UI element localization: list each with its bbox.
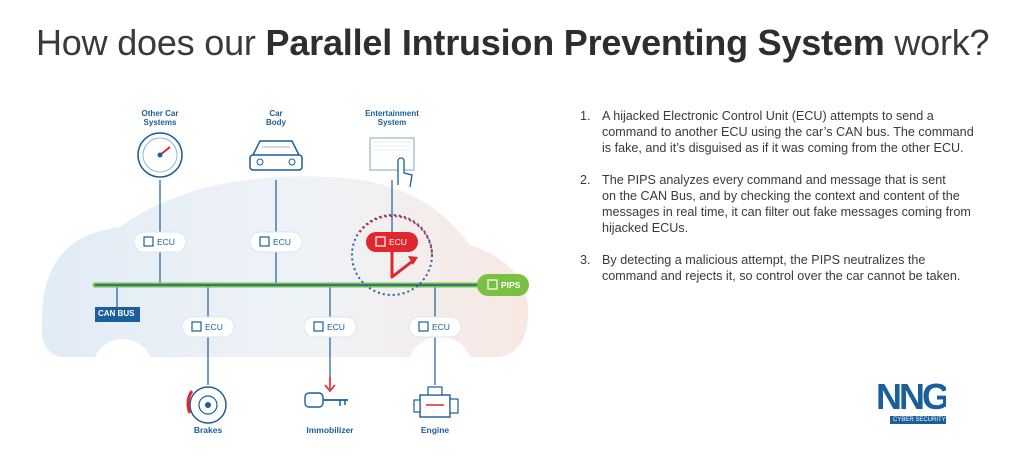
label-engine: Engine bbox=[420, 425, 450, 435]
ecu-label: ECU bbox=[327, 322, 345, 332]
label-entertainment-system: Entertainment System bbox=[365, 109, 419, 127]
company-logo: NNG CYBER SECURITY bbox=[876, 378, 946, 428]
ecu-label: ECU bbox=[273, 237, 291, 247]
label-other-car-systems: Other Car Systems bbox=[141, 109, 179, 127]
label-brakes: Brakes bbox=[193, 425, 223, 435]
page-title: How does our Parallel Intrusion Preventi… bbox=[36, 22, 990, 63]
car-silhouette bbox=[41, 176, 529, 357]
pips-diagram: Other Car Systems Car Body Entertainment… bbox=[0, 95, 560, 466]
car-front-icon bbox=[249, 140, 303, 171]
ecu-box-bottom-3 bbox=[408, 316, 462, 338]
pips-pill bbox=[477, 274, 529, 296]
attack-circle bbox=[351, 214, 433, 296]
ecu-label: ECU bbox=[205, 322, 223, 332]
ecu-box-top-2 bbox=[249, 231, 303, 253]
step-item: 3.By detecting a malicious attempt, the … bbox=[580, 253, 961, 283]
touchscreen-icon bbox=[369, 137, 415, 188]
ecu-label: ECU bbox=[157, 237, 175, 247]
ecu-box-hijacked bbox=[366, 232, 418, 252]
diagram-graphic bbox=[41, 132, 529, 424]
label-car-body: Car Body bbox=[266, 109, 286, 127]
brake-disc-icon bbox=[186, 386, 227, 424]
ecu-label: ECU bbox=[432, 322, 450, 332]
gauge-icon bbox=[137, 132, 183, 178]
ecu-box-top-1 bbox=[133, 231, 187, 253]
attack-arrow bbox=[390, 245, 415, 279]
pips-label: PIPS bbox=[501, 280, 521, 290]
ecu-label-hijacked: ECU bbox=[389, 237, 407, 247]
ecu-box-bottom-2 bbox=[303, 316, 357, 338]
key-icon bbox=[304, 377, 348, 408]
label-immobilizer: Immobilizer bbox=[306, 425, 354, 435]
step-item: 1.A hijacked Electronic Control Unit (EC… bbox=[580, 109, 978, 155]
ecu-box-bottom-1 bbox=[181, 316, 235, 338]
logo-tagline: CYBER SECURITY bbox=[890, 416, 946, 424]
logo-letters: NNG bbox=[876, 378, 946, 417]
step-item: 2.The PIPS analyzes every command and me… bbox=[580, 173, 975, 235]
steps-list: 1.A hijacked Electronic Control Unit (EC… bbox=[580, 108, 975, 300]
can-bus-label: CAN BUS bbox=[98, 309, 135, 318]
can-bus-box bbox=[95, 307, 140, 322]
engine-icon bbox=[413, 386, 459, 418]
